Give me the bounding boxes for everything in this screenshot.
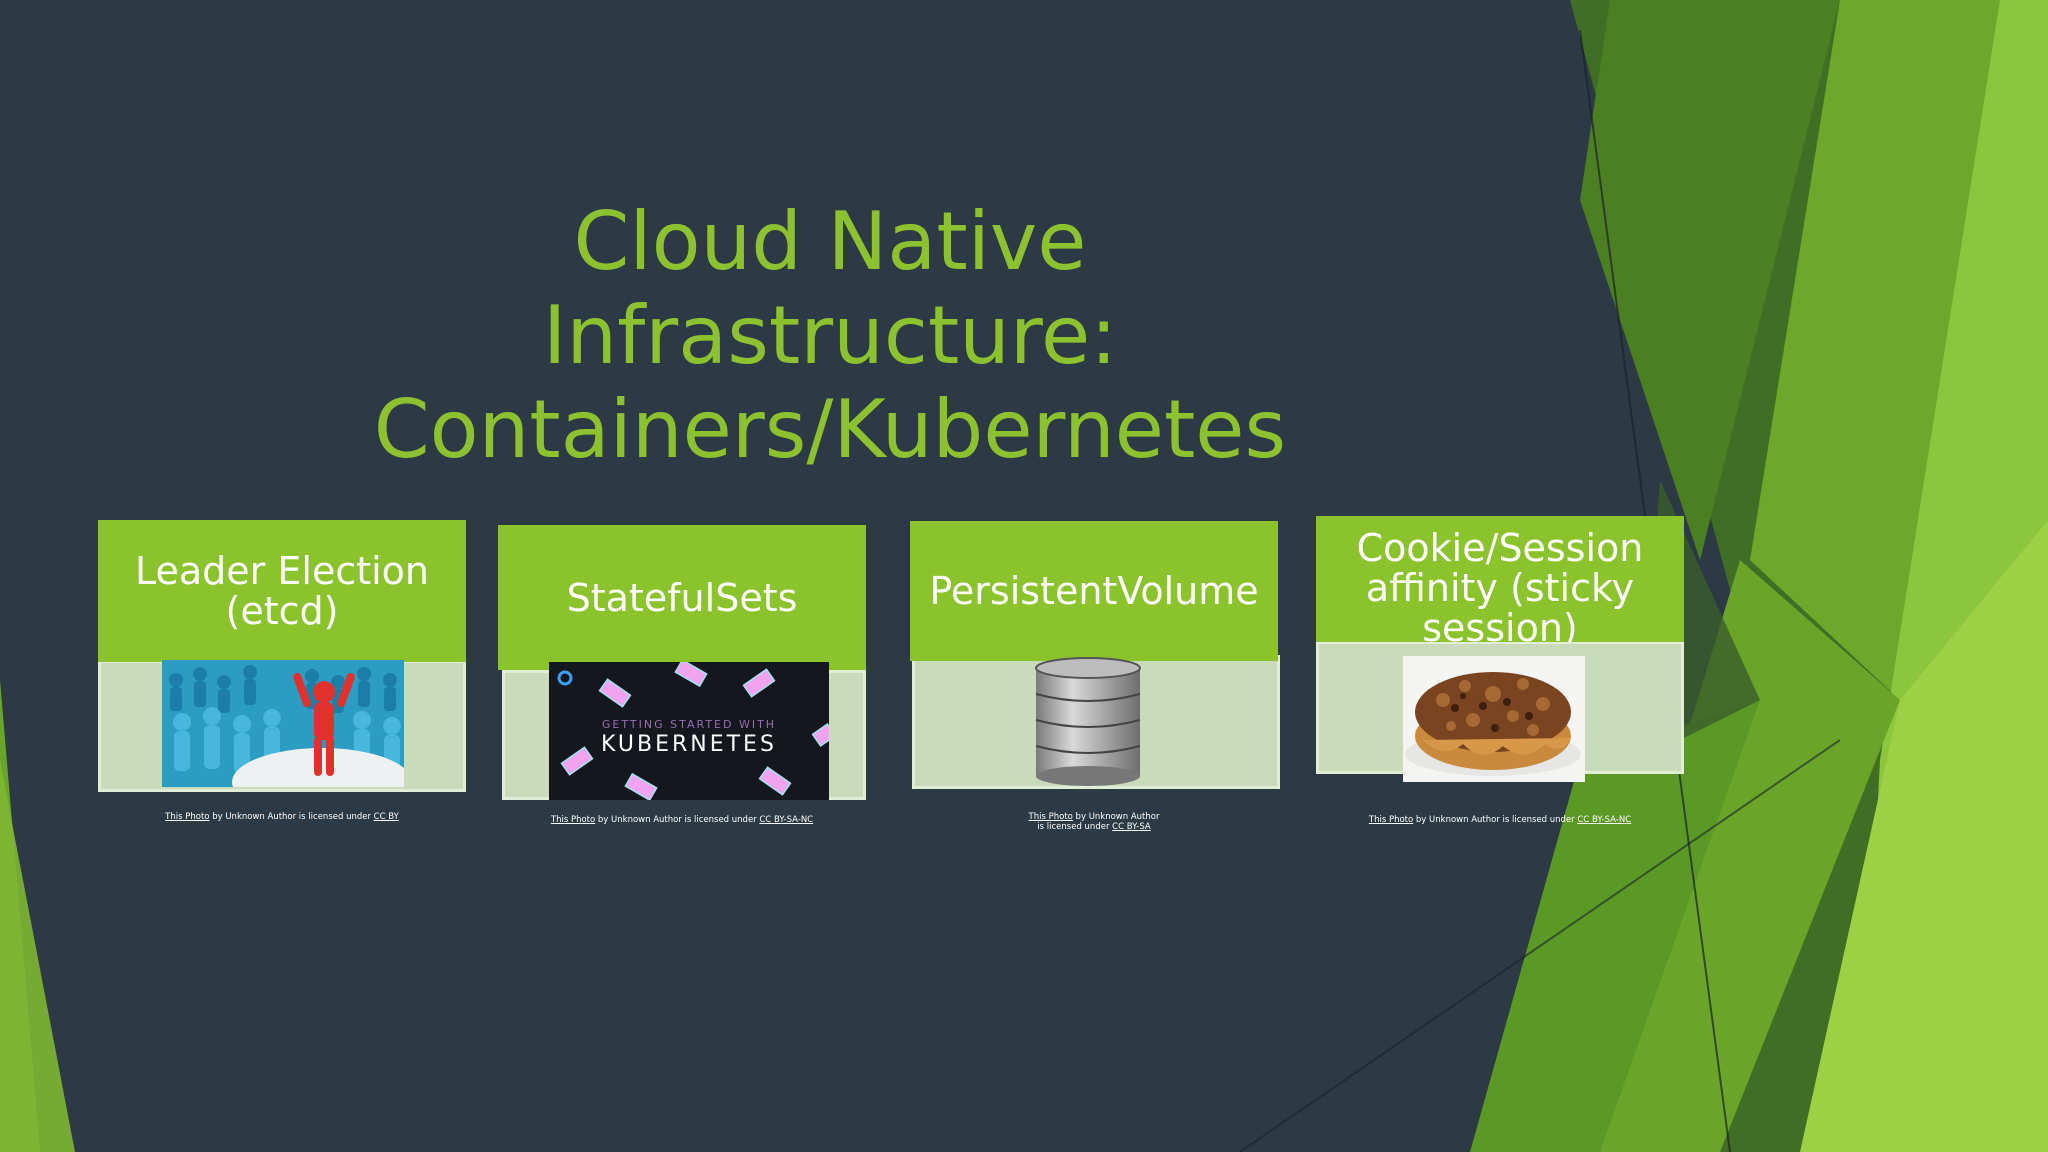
- photo-credit: This Photo by Unknown Author is licensed…: [910, 812, 1278, 832]
- card-label-line-2: affinity (sticky: [1365, 566, 1635, 610]
- slide-title-line-1: Cloud Native Infrastructure:: [542, 195, 1118, 382]
- card-label: Leader Election (etcd): [98, 520, 466, 662]
- photo-credit-link[interactable]: This Photo: [1028, 812, 1073, 822]
- photo-credit: This Photo by Unknown Author is licensed…: [498, 815, 866, 825]
- photo-credit: This Photo by Unknown Author is licensed…: [98, 812, 466, 822]
- slide-title-line-2: Containers/Kubernetes: [373, 383, 1287, 476]
- kubernetes-banner-image: GETTING STARTED WITH KUBERNETES: [549, 662, 829, 800]
- slide-title: Cloud Native Infrastructure: Containers/…: [300, 195, 1360, 477]
- card-label-line-1: StatefulSets: [566, 575, 798, 620]
- photo-credit-link[interactable]: This Photo: [550, 815, 596, 825]
- photo-credit-text: by Unknown Author is licensed under: [209, 812, 374, 822]
- sticky-bun-image: [1403, 656, 1585, 782]
- card-label-line-2: (etcd): [225, 589, 339, 633]
- license-link[interactable]: CC BY: [373, 812, 399, 822]
- card-label: PersistentVolume: [910, 521, 1278, 661]
- photo-credit-text-2: is licensed under: [1037, 822, 1113, 832]
- banner-subtitle: GETTING STARTED WITH: [601, 718, 777, 731]
- license-link[interactable]: CC BY-SA: [1112, 822, 1151, 832]
- photo-credit-text: by Unknown Author is licensed under: [595, 815, 760, 825]
- photo-credit-text: by Unknown Author: [1072, 812, 1160, 822]
- card-label: StatefulSets: [498, 525, 866, 670]
- card-label-line-1: Leader Election: [135, 549, 429, 593]
- card-label: Cookie/Session affinity (sticky session): [1316, 516, 1684, 642]
- database-icon: [1030, 656, 1150, 788]
- photo-credit-link[interactable]: This Photo: [1368, 815, 1414, 825]
- license-link[interactable]: CC BY-SA-NC: [1577, 815, 1632, 825]
- photo-credit-text: by Unknown Author is licensed under: [1413, 815, 1578, 825]
- crowd-leader-image: [162, 660, 404, 787]
- photo-credit-link[interactable]: This Photo: [165, 812, 210, 822]
- card-label-line-1: PersistentVolume: [929, 569, 1259, 613]
- banner-title: KUBERNETES: [601, 732, 777, 757]
- card-label-line-1: Cookie/Session: [1356, 526, 1644, 570]
- photo-credit: This Photo by Unknown Author is licensed…: [1316, 815, 1684, 825]
- license-link[interactable]: CC BY-SA-NC: [759, 815, 814, 825]
- card-label-line-3: session): [1422, 606, 1578, 642]
